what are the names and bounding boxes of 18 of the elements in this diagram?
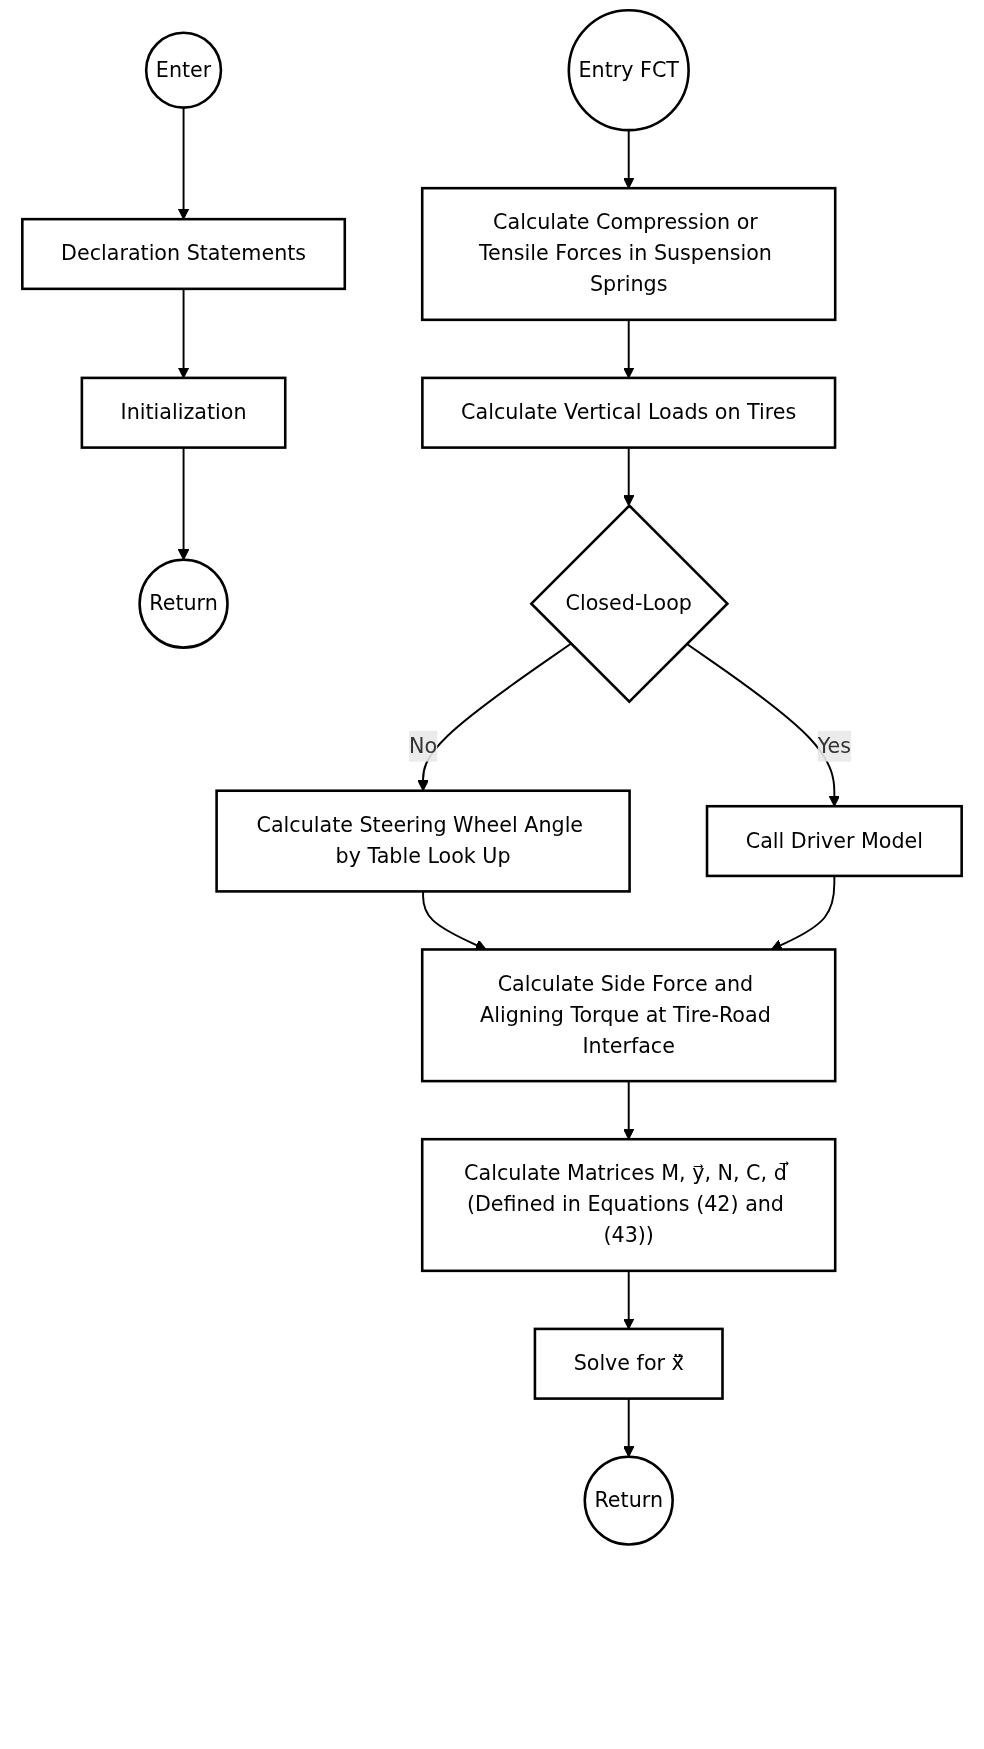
node-box: Calculate Vertical Loads on Tires [421,376,837,449]
node-circle: Return [138,558,229,649]
node-box: Calculate Steering Wheel Angle by Table Look Up [215,789,631,893]
node-box: Calculate Side Force and Aligning Torque at Tire-Road Interface [420,948,837,1083]
edge-label: Yes [817,733,851,758]
node-box: Declaration Statements [21,217,347,291]
node-box: Solve for ẍ⃗ [533,1327,724,1400]
node-box: Calculate Compression or Tensile Forces in Suspension Springs [420,186,837,322]
node-box: Calculate Matrices M, y⃗, N, C, d⃗ (Defined in Equations (42) and (43)) [420,1137,837,1273]
node-circle: Entry FCT [567,9,690,132]
node-circle: Enter [144,31,223,109]
edge-label: No [409,733,438,758]
node-box: Call Driver Model [705,804,963,878]
node-circle: Return [583,1455,674,1546]
arrow [623,129,635,189]
node-box: Initialization [80,376,287,449]
arrow [685,642,840,807]
node-diamond: Closed-Loop [529,503,730,704]
